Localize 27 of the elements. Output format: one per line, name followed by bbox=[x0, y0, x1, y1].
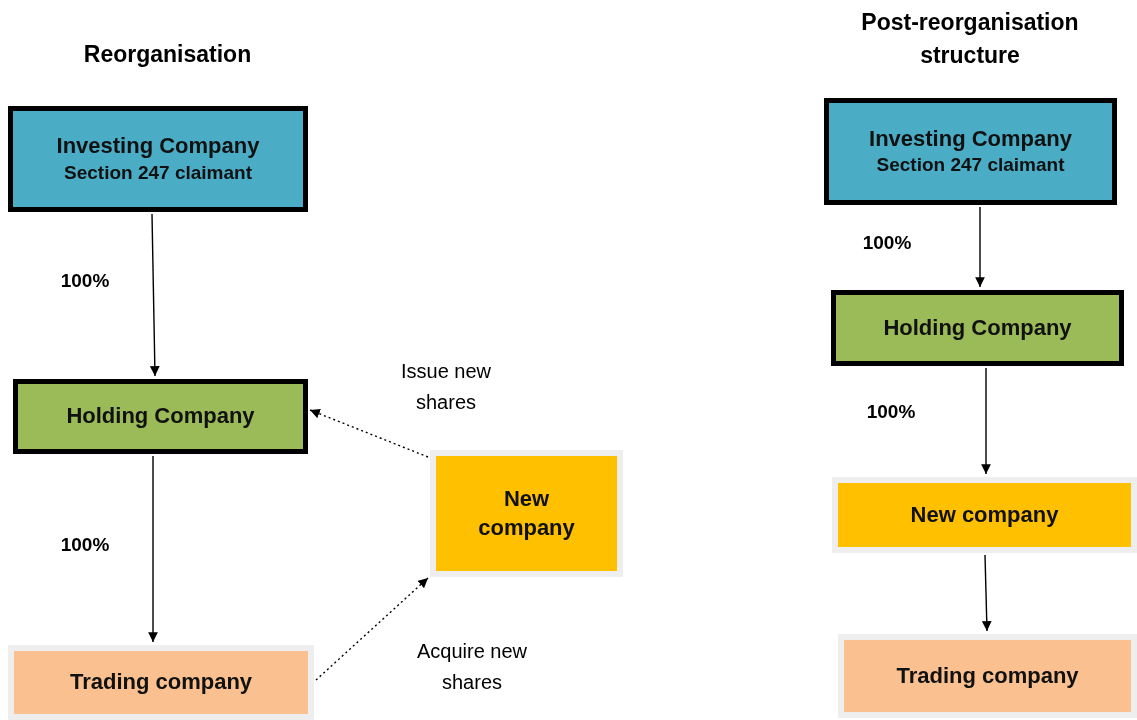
company-box bbox=[832, 477, 1137, 553]
arrow bbox=[981, 367, 991, 475]
arrow bbox=[315, 577, 429, 681]
arrow bbox=[309, 409, 429, 458]
company-name: Trading company bbox=[896, 661, 1079, 690]
arrow bbox=[981, 554, 992, 632]
company-name: Investing Company bbox=[869, 124, 1072, 153]
company-box bbox=[838, 634, 1137, 718]
panel-title: Post-reorganisation structure bbox=[860, 8, 1080, 71]
company-box bbox=[8, 645, 314, 720]
arrow bbox=[975, 206, 985, 288]
company-name: Holding Company bbox=[883, 313, 1072, 342]
company-name: New company bbox=[477, 484, 576, 542]
company-box bbox=[430, 450, 623, 577]
company-box bbox=[13, 379, 308, 454]
company-name: Holding Company bbox=[66, 402, 255, 431]
arrow bbox=[148, 455, 158, 643]
company-note: Section 247 claimant bbox=[876, 153, 1065, 178]
company-name: Investing Company bbox=[56, 132, 260, 161]
panel-title: Reorganisation bbox=[82, 40, 253, 69]
arrow bbox=[149, 213, 160, 377]
company-box bbox=[831, 290, 1124, 366]
company-name: New company bbox=[910, 500, 1059, 529]
company-box bbox=[8, 106, 308, 212]
company-note: Section 247 claimant bbox=[64, 160, 252, 185]
company-box bbox=[824, 98, 1117, 205]
company-name: Trading company bbox=[69, 668, 253, 697]
